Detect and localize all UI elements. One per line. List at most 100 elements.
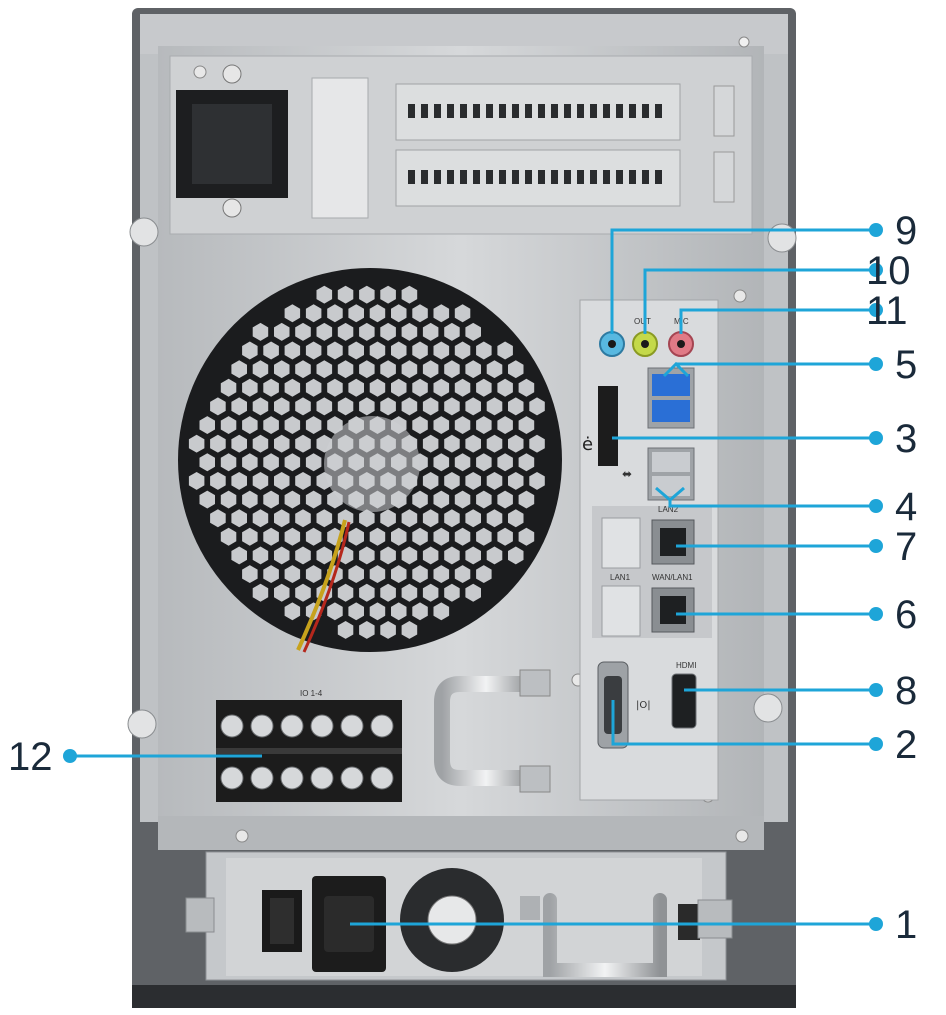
fan-hex-bar [486,472,503,490]
fan-hex-bar [295,360,311,379]
fan-hex-bar [263,490,279,509]
vent-slot [473,170,480,184]
fan-hex-bar [380,583,396,602]
small-screw-1 [738,36,750,48]
fan-hex-bar [369,341,386,360]
fan-hex-bar [369,378,386,397]
fan-hex-bar [433,416,450,434]
fan-hex-bar [444,509,460,528]
fan-hex-bar [454,565,471,583]
fan-hex-bar [465,322,481,341]
fan-hex-bar [401,546,418,565]
fan-hex-bar [497,527,513,546]
callout-dot-5 [869,357,883,371]
bottom-base [132,985,796,1008]
fan-hex-bar [305,378,322,397]
terminal-divider [216,748,402,754]
fan-hex-bar [454,527,471,546]
fan-hex-bar [220,490,237,509]
fan-hex-bar [422,434,439,453]
fan-hex-bar [476,378,492,397]
power-supply [185,851,733,981]
fan-hex-bar [433,565,450,583]
fan-hex-bar [433,341,450,360]
vent-slot [421,170,428,184]
fan-hex-bar [412,565,428,583]
fan-hex-bar [497,341,513,360]
fan-hex-bar [242,565,258,583]
fan-hex-holes [188,285,545,639]
vent-slot [577,104,584,118]
fan-hex-bar [242,527,258,546]
fan-hex-bar [433,490,450,509]
small-screw-2 [193,65,207,79]
vent-slot [408,170,415,184]
vent-slot [655,104,662,118]
fan-hex-bar [518,378,535,397]
fan-hex-bar [274,360,290,379]
vent-slot [564,170,571,184]
audio-out-label: OUT [634,317,651,326]
vent-slot [499,170,506,184]
fan-hex-bar [263,527,279,546]
fan-hex-bar [401,621,418,639]
fan-hex-bar [401,285,418,304]
fan-hex-bar [274,583,290,602]
callout-line-2 [611,700,874,746]
fan-hex-bar [220,378,237,397]
fan-hex-bar [284,341,301,360]
psu-handle [543,893,667,977]
fan-hex-bar [465,546,481,565]
fan-hex-bar [305,416,322,434]
fan-hex-bar [295,546,311,565]
callout-number-2: 2 [895,723,917,767]
fan-hex-bar [529,472,545,490]
callout-number-6: 6 [895,593,917,637]
fan-hex-bar [369,565,386,583]
fan-hex-bar [316,397,333,416]
fan-hex-bar [359,322,375,341]
fan-hex-bar [422,472,439,490]
fan-hex-bar [391,565,407,583]
fan-hex-bar [242,378,258,397]
fan-hex-bar [497,378,513,397]
fan-hex-bar [454,341,471,360]
terminal-screws [220,714,394,790]
fan-hex-bar [518,527,535,546]
callout-line-9 [610,228,874,334]
fan-hex-bar [274,472,290,490]
callout-dot-2 [869,737,883,751]
fan-hex-bar [305,565,322,583]
fan-hex-bar [412,416,428,434]
fan-hex-bar [401,583,418,602]
fan-hex-bar [263,565,279,583]
vent-slot [603,104,610,118]
fan-hex-bar [348,602,364,621]
callout-number-5: 5 [895,343,917,387]
fan-hex-bar [316,509,333,528]
fan-hex-bar [465,472,481,490]
fan-hex-bar [220,527,237,546]
lan1-blank [601,585,641,637]
fan-hex-bar [348,565,364,583]
fan-hex-bar [337,621,354,639]
callout-number-11: 11 [866,289,908,333]
fan-hex-bar [231,434,247,453]
fan-hex-bar [337,397,354,416]
mount-screw-bottom [222,198,242,218]
fan-hex-bar [412,527,428,546]
fan-hex-bar [497,453,513,472]
terminal-screw [220,766,244,790]
fan-hex-bar [284,527,301,546]
fan-hex-bar [444,434,460,453]
fan-hex-bar [359,360,375,379]
fan-hex-bar [369,304,386,323]
fan-hex-bar [476,490,492,509]
fan-hex-bar [316,546,333,565]
vent-slot [551,104,558,118]
fan-hex-bar [242,453,258,472]
fan-hex-bar [508,397,524,416]
fan-hex-bar [391,341,407,360]
fan-hex-bar [486,360,503,379]
fan-hex-bar [274,509,290,528]
